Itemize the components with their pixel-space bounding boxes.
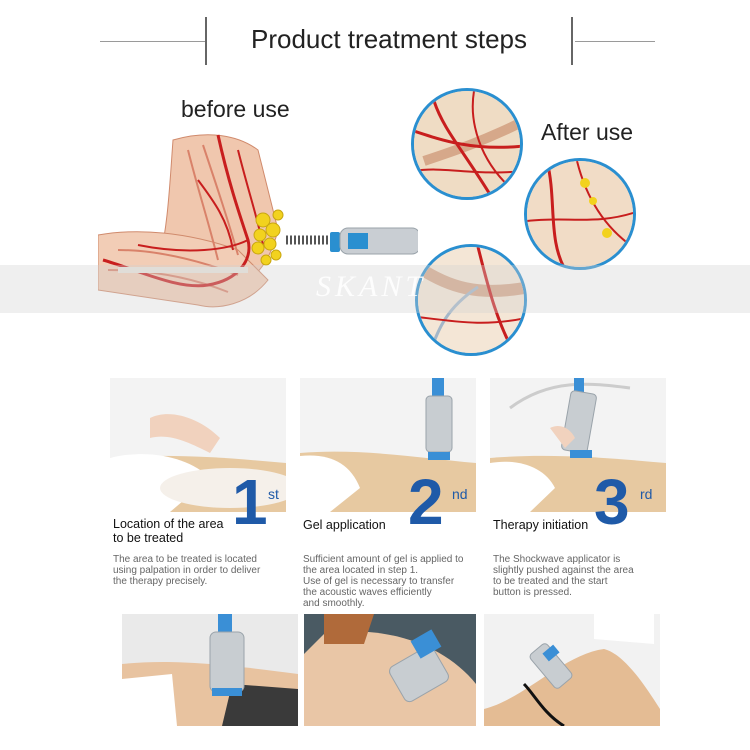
step-1-desc-line: The area to be treated is located bbox=[113, 554, 257, 565]
step-3-desc-line: The Shockwave applicator is bbox=[493, 554, 621, 565]
treatment-photo-neck bbox=[304, 614, 476, 726]
step-2-photo bbox=[300, 378, 476, 512]
step-1-title-line1: Location of the area bbox=[113, 517, 224, 531]
step-3-title: Therapy initiation bbox=[493, 518, 588, 532]
watermark-band bbox=[0, 265, 750, 313]
page-title: Product treatment steps bbox=[250, 24, 528, 54]
step-2-desc-line: the acoustic waves efficiently bbox=[303, 587, 432, 598]
after-use-detail-circle-2 bbox=[524, 158, 636, 270]
step-2-desc-line: Use of gel is necessary to transfer bbox=[303, 576, 455, 587]
arm-anatomy-illustration bbox=[97, 120, 421, 330]
step-2-title: Gel application bbox=[303, 518, 386, 532]
step-1-photo bbox=[110, 378, 286, 512]
step-2-desc-line: Sufficient amount of gel is applied to bbox=[303, 554, 464, 565]
watermark-text: SKANT bbox=[316, 270, 427, 303]
title-rule-right bbox=[575, 41, 655, 42]
treatment-photo-leg bbox=[484, 614, 660, 726]
step-3-suffix: rd bbox=[640, 486, 653, 502]
step-2-description: Sufficient amount of gel is applied to t… bbox=[303, 554, 463, 609]
step-1-title-line2: to be treated bbox=[113, 531, 184, 545]
step-1-desc-line: the therapy precisely. bbox=[113, 576, 208, 587]
treatment-photo-back bbox=[122, 614, 298, 726]
step-3-number: 3 bbox=[594, 466, 630, 538]
step-3-desc-line: to be treated and the start bbox=[493, 576, 608, 587]
step-2-title-line1: Gel application bbox=[303, 518, 386, 532]
step-1-suffix: st bbox=[268, 486, 279, 502]
step-1-description: The area to be treated is located using … bbox=[113, 554, 260, 587]
step-1-number: 1 bbox=[232, 466, 268, 538]
step-1-desc-line: using palpation in order to deliver bbox=[113, 565, 261, 576]
step-1-title: Location of the area to be treated bbox=[113, 517, 224, 545]
after-use-caption: After use bbox=[541, 119, 634, 145]
step-2-desc-line: and smoothly. bbox=[303, 598, 365, 609]
step-3-description: The Shockwave applicator is slightly pus… bbox=[493, 554, 634, 598]
step-2-desc-line: the area located in step 1. bbox=[303, 565, 419, 576]
step-3-title-line1: Therapy initiation bbox=[493, 518, 589, 532]
step-2-number: 2 bbox=[408, 466, 444, 538]
after-use-detail-circle-1 bbox=[411, 88, 523, 200]
step-3-desc-line: button is pressed. bbox=[493, 587, 572, 598]
step-2-suffix: nd bbox=[452, 486, 468, 502]
title-frame bbox=[205, 17, 573, 65]
title-rule-left bbox=[100, 41, 205, 42]
after-use-detail-circle-3 bbox=[415, 244, 527, 356]
step-3-photo bbox=[490, 378, 666, 512]
step-3-desc-line: slightly pushed against the area bbox=[493, 565, 634, 576]
before-use-caption: before use bbox=[181, 96, 290, 122]
